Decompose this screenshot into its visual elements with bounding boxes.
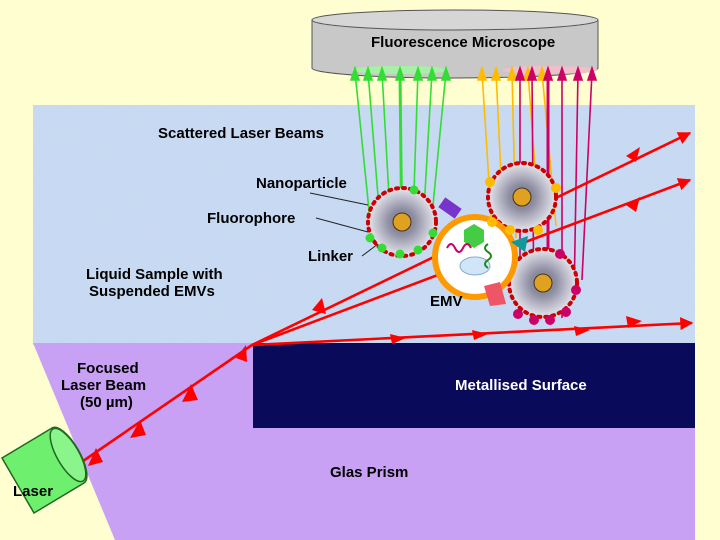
- label-focused-line2: Laser Beam: [61, 377, 146, 394]
- label-focused-line1: Focused: [77, 360, 139, 377]
- label-liquid-line2: Suspended EMVs: [89, 283, 215, 300]
- label-nanoparticle: Nanoparticle: [256, 175, 347, 192]
- nanoparticle-left: [366, 186, 438, 258]
- beam-arrowheads: [88, 147, 642, 466]
- linker-pink: [484, 282, 506, 306]
- label-scattered-beams: Scattered Laser Beams: [158, 125, 324, 142]
- emv-vesicle: [432, 197, 528, 306]
- laser-device: [0, 426, 88, 515]
- label-prism: Glas Prism: [330, 464, 408, 481]
- nanoparticle-top-right: [486, 161, 558, 233]
- label-microscope: Fluorescence Microscope: [371, 34, 555, 51]
- incident-beam: [69, 343, 253, 472]
- metallised-surface: [253, 343, 695, 428]
- fluorophores: [365, 177, 581, 325]
- label-focused-line3: (50 µm): [80, 394, 133, 411]
- label-metallised-surface: Metallised Surface: [455, 377, 587, 394]
- label-fluorophore: Fluorophore: [207, 210, 295, 227]
- linker-teal: [511, 236, 528, 252]
- nanoparticle-bottom-right: [507, 247, 579, 319]
- liquid-sample-region: [33, 105, 695, 345]
- label-laser: Laser: [13, 483, 53, 500]
- label-liquid-line1: Liquid Sample with: [86, 266, 223, 283]
- leader-lines: [309, 192, 379, 257]
- reflected-beam: [251, 317, 694, 347]
- label-linker: Linker: [308, 248, 353, 265]
- label-emv: EMV: [430, 293, 463, 310]
- protein-hexagon: [464, 224, 484, 248]
- linker-purple: [438, 197, 462, 219]
